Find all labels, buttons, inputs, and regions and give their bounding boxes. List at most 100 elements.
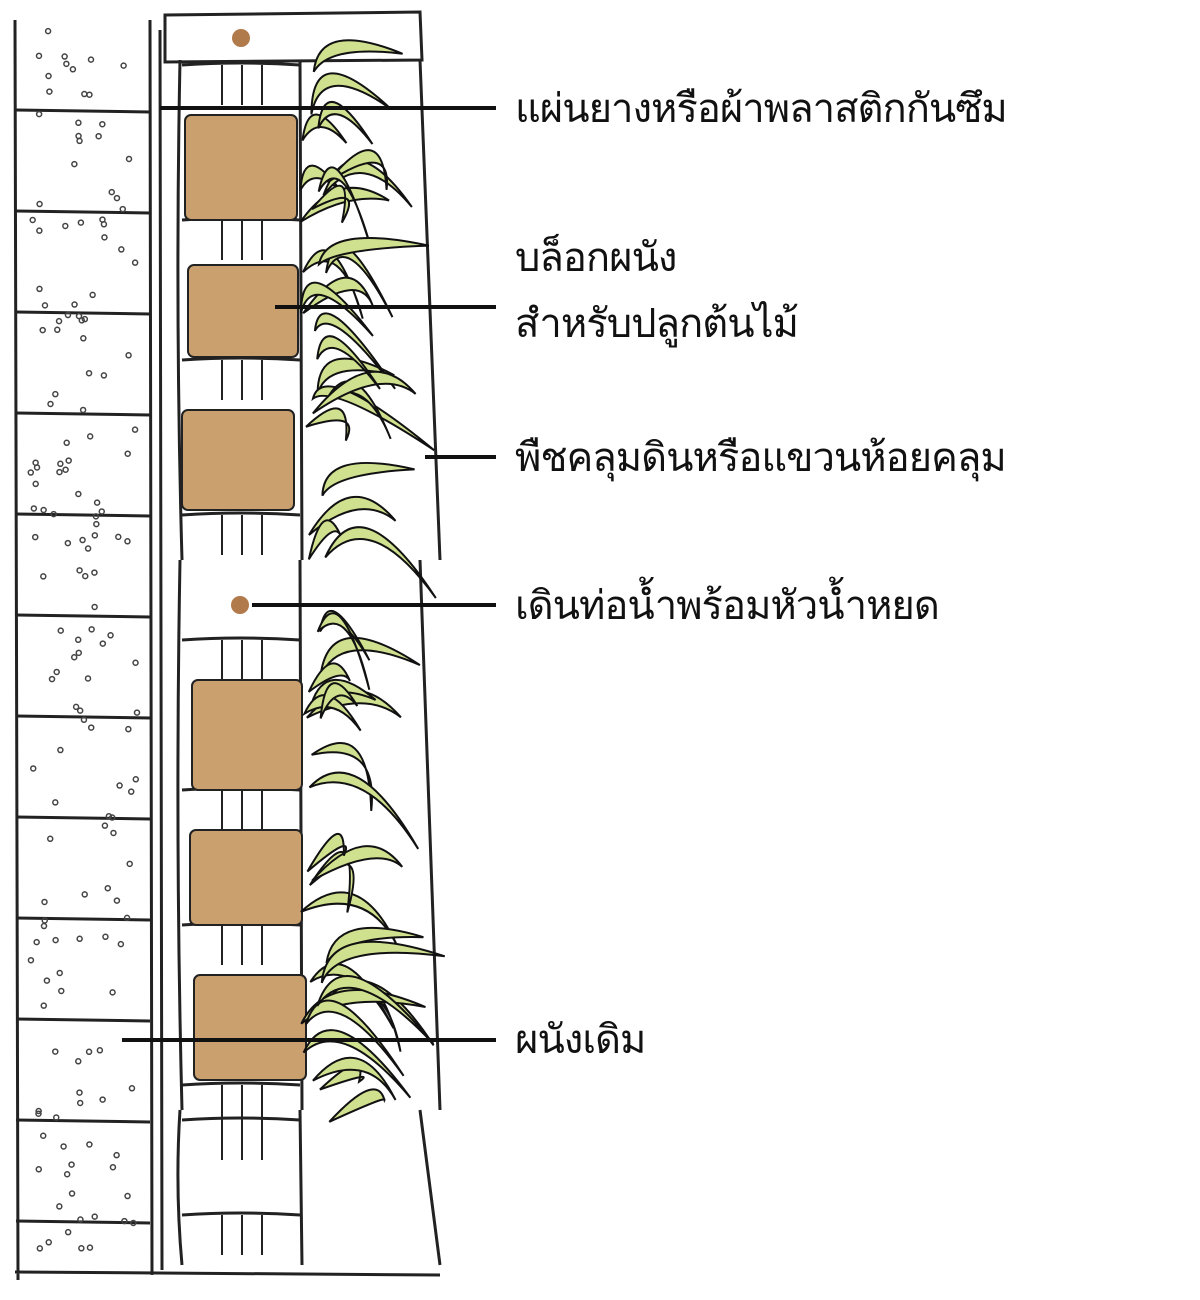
brick-speckle <box>91 603 98 611</box>
brick-speckle <box>64 311 72 319</box>
brick-speckle <box>132 659 139 667</box>
brick-speckle <box>50 510 57 518</box>
brick-speckle <box>62 466 69 473</box>
brick-speckle <box>91 569 98 576</box>
planting-pocket <box>193 974 307 1081</box>
block-edge <box>181 511 301 517</box>
brick-speckle <box>29 765 37 772</box>
block-web <box>221 65 263 105</box>
brick-speckle <box>117 940 125 948</box>
brick-speckle <box>133 709 141 716</box>
brick-speckle <box>100 372 108 379</box>
leaf <box>304 999 405 1077</box>
block-web <box>221 640 263 680</box>
brick-speckle <box>126 860 133 868</box>
leaf <box>301 113 348 144</box>
brick-joint <box>15 1118 151 1124</box>
planting-pocket <box>189 829 303 926</box>
block-web <box>221 1120 263 1160</box>
brick-speckle <box>57 627 65 634</box>
brick-speckle <box>53 1114 60 1121</box>
brick-speckle <box>57 746 64 754</box>
brick-speckle <box>52 1048 59 1055</box>
brick-speckle <box>46 835 54 843</box>
wall-bricks <box>15 27 151 1252</box>
leaf <box>311 184 351 224</box>
brick-speckle <box>52 390 59 398</box>
brick-speckle <box>85 369 93 377</box>
leaf <box>327 149 389 190</box>
brick-speckle <box>30 505 38 512</box>
brick-speckle <box>41 898 48 906</box>
brick-speckle <box>53 668 60 676</box>
brick-speckle <box>80 335 87 342</box>
brick-speckle <box>124 450 131 457</box>
leaf <box>308 771 420 850</box>
label-existing-wall: ผนังเดิม <box>515 1017 646 1063</box>
brick-speckle <box>124 1192 131 1200</box>
brick-joint <box>15 815 151 821</box>
brick-speckle <box>102 933 109 941</box>
block-outline <box>176 1109 442 1266</box>
brick-speckle <box>75 132 82 140</box>
brick-speckle <box>56 468 63 476</box>
brick-speckle <box>36 285 43 293</box>
brick-speckle <box>63 60 70 68</box>
brick-speckle <box>86 91 93 98</box>
brick-speckle <box>75 1058 82 1065</box>
brick-speckle <box>93 520 100 528</box>
brick-speckle <box>78 317 86 324</box>
brick-speckle <box>101 234 108 241</box>
brick-speckle <box>108 188 115 196</box>
brick-speckle <box>101 822 109 829</box>
planting-pocket <box>181 409 295 511</box>
brick-speckle <box>36 227 43 234</box>
leader-lines <box>122 106 496 1042</box>
brick-speckle <box>36 1245 44 1252</box>
brick-speckle <box>45 1239 52 1246</box>
leaf <box>316 975 435 1045</box>
leaf <box>307 519 342 560</box>
brick-speckle <box>61 53 68 60</box>
brick-speckle <box>46 88 53 95</box>
leaf <box>305 407 351 442</box>
leaf <box>319 682 359 719</box>
brick-speckle <box>32 459 39 466</box>
leaf <box>317 100 374 145</box>
leaf <box>312 39 403 73</box>
brick-speckle <box>99 640 107 647</box>
brick-speckle <box>40 573 47 580</box>
leaf <box>311 845 404 882</box>
brick-speckle <box>109 989 116 996</box>
leaf <box>313 312 396 390</box>
brick-speckle <box>55 317 63 325</box>
brick-speckle <box>95 132 102 140</box>
brick-speckle <box>107 632 114 639</box>
brick-speckle <box>56 969 63 977</box>
brick-speckle <box>121 1217 128 1225</box>
brick-speckle <box>116 782 123 789</box>
planting-pocket <box>191 679 303 791</box>
brick-speckle <box>81 90 88 98</box>
brick-speckle <box>91 1213 98 1220</box>
brick-speckle <box>75 649 83 657</box>
brick-speckle <box>39 1132 47 1140</box>
brick-speckle <box>70 653 78 661</box>
leaf <box>312 1056 397 1101</box>
brick-speckle <box>65 457 72 464</box>
brick-speckle <box>63 439 70 447</box>
block-edge <box>181 61 301 67</box>
leaf <box>306 833 348 873</box>
brick-speckle <box>96 1047 104 1054</box>
brick-speckle <box>35 110 43 118</box>
brick-speckle <box>75 490 82 498</box>
brick-speckle <box>75 119 82 127</box>
brick-speckle <box>27 469 35 476</box>
brick-speckle <box>57 460 64 468</box>
leaf <box>316 335 381 390</box>
brick-speckle <box>76 935 83 943</box>
label-waterproof-membrane: แผ่นยางหรือผ้าพลาสติกกันซึม <box>515 86 1008 132</box>
brick-speckle <box>125 155 133 163</box>
brick-speckle <box>91 532 99 539</box>
brick-speckle <box>99 1096 106 1103</box>
